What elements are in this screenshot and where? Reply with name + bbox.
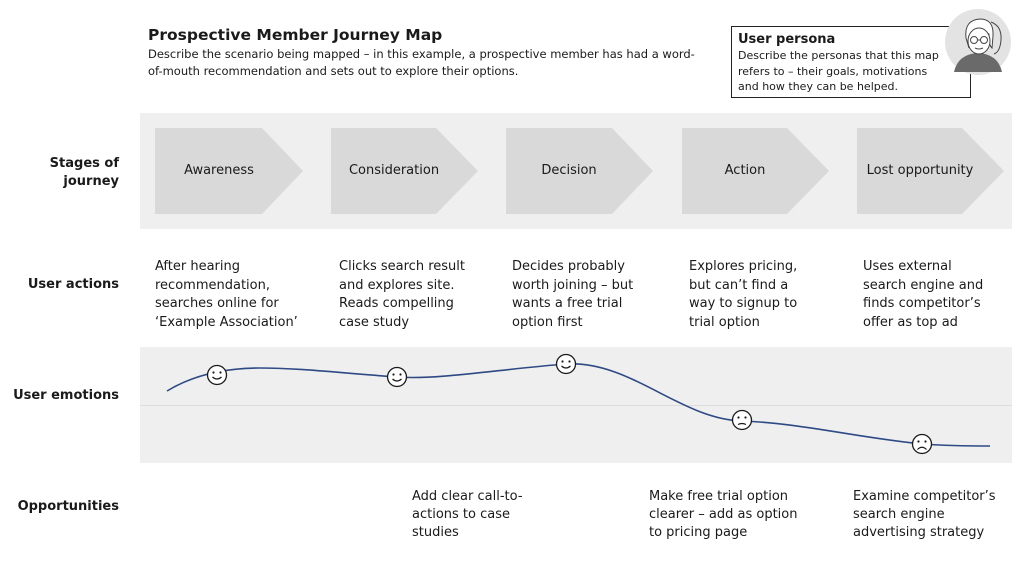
neutral-face-icon <box>731 409 753 431</box>
stage-chevron <box>857 128 1004 214</box>
stage-label: Awareness <box>184 163 254 178</box>
sad-face-icon <box>911 433 933 455</box>
stage-chevron <box>506 128 653 214</box>
stage-chevron <box>682 128 829 214</box>
happy-face-icon <box>555 353 577 375</box>
scenario-description: Describe the scenario being mapped – in … <box>148 47 695 78</box>
persona-title: User persona <box>738 32 836 47</box>
user-action-text: Decides probably worth joining – but wan… <box>512 259 634 330</box>
row-label-emotions: User emotions <box>13 388 119 403</box>
row-label-opportunities: Opportunities <box>17 499 119 514</box>
opportunity-text: Add clear call-to-actions to case studie… <box>412 489 523 540</box>
stage-label: Action <box>724 163 766 178</box>
stage-chevron <box>331 128 478 214</box>
stage-label: Lost opportunity <box>866 163 974 178</box>
persona-description: Describe the personas that this map refe… <box>738 49 939 93</box>
row-label-stages: Stages of journey <box>49 156 119 189</box>
user-action-text: Uses external search engine and finds co… <box>863 259 984 330</box>
user-action-text: Clicks search result and explores site. … <box>339 259 465 330</box>
stage-label: Consideration <box>348 163 440 178</box>
user-action-text: After hearing recommendation, searches o… <box>155 259 298 330</box>
emotions-midline <box>140 405 1012 406</box>
emotion-curve <box>166 363 991 447</box>
happy-face-icon <box>206 364 228 386</box>
happy-face-icon <box>386 366 408 388</box>
opportunity-text: Make free trial option clearer – add as … <box>649 489 798 540</box>
stage-label: Decision <box>541 163 597 178</box>
page-title: Prospective Member Journey Map <box>148 26 443 44</box>
woman-with-glasses-avatar-icon <box>945 9 1011 75</box>
user-persona-box: User persona Describe the personas that … <box>731 26 971 98</box>
opportunity-text: Examine competitor’s search engine adver… <box>853 489 996 540</box>
stage-chevron <box>155 128 303 214</box>
user-action-text: Explores pricing, but can’t find a way t… <box>689 259 798 330</box>
row-label-actions: User actions <box>27 277 119 292</box>
